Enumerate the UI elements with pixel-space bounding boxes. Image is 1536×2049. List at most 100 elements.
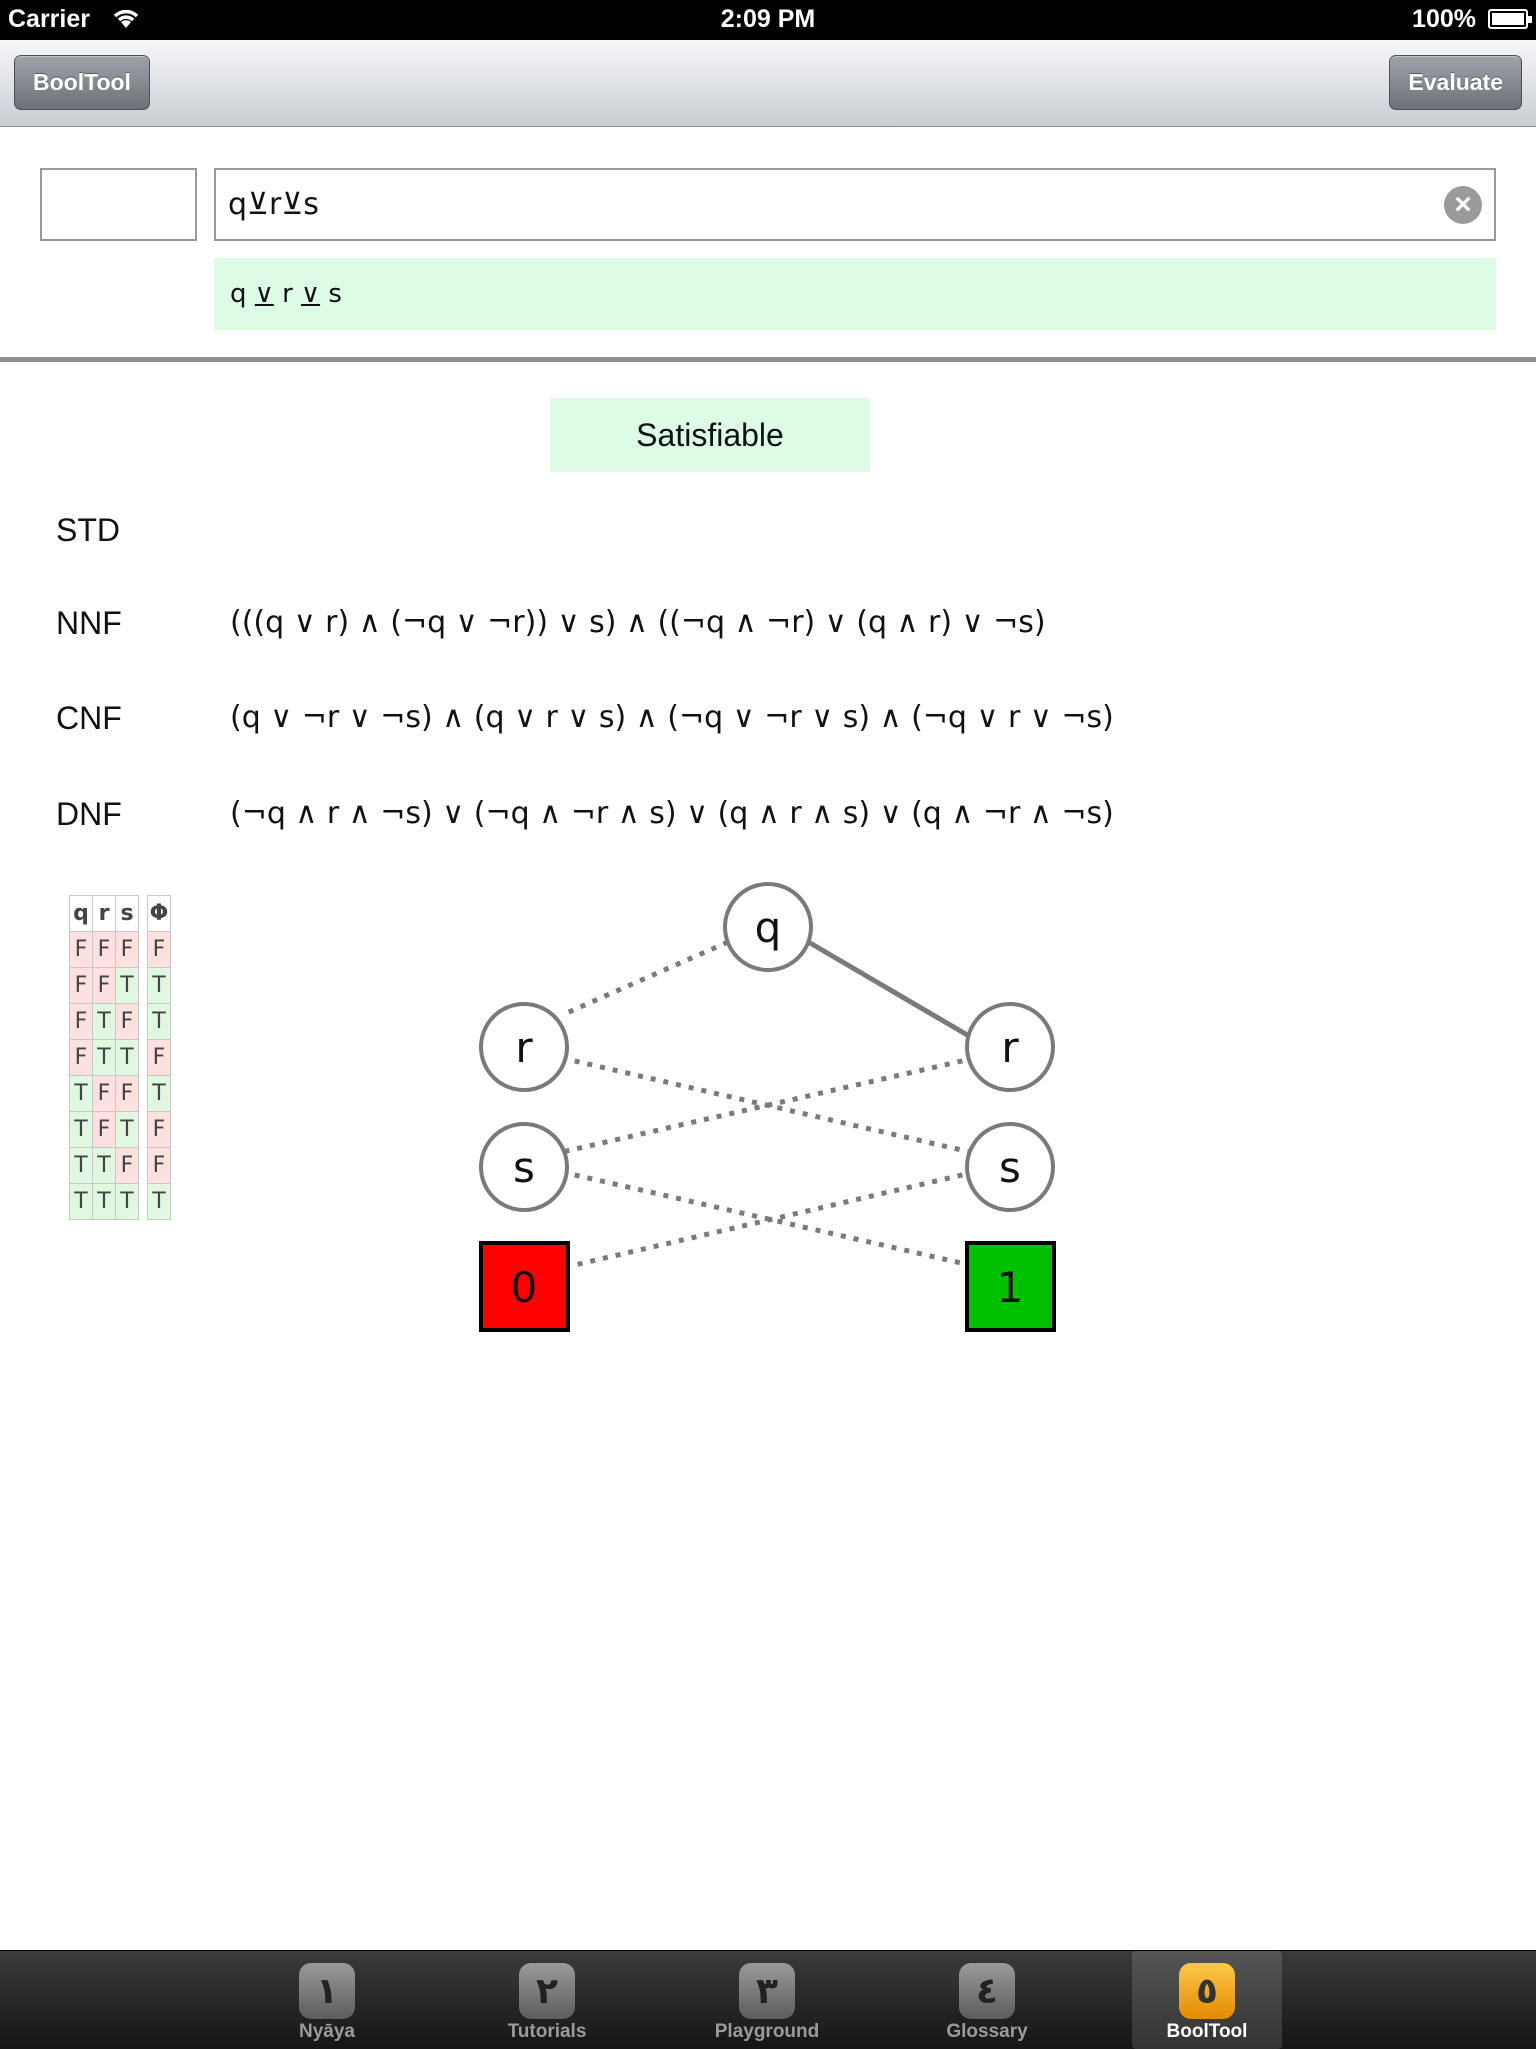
status-bar: Carrier 2:09 PM 100% xyxy=(0,0,1536,40)
truth-table-cell: F xyxy=(92,1075,116,1112)
truth-table-cell: T xyxy=(92,1183,116,1220)
truth-table-cell: T xyxy=(147,967,171,1004)
evaluate-button[interactable]: Evaluate xyxy=(1389,55,1522,110)
tab-label: BoolTool xyxy=(1166,2021,1248,2042)
nnf-value: (((q ∨ r) ∧ (¬q ∨ ¬r)) ∨ s) ∧ ((¬q ∧ ¬r)… xyxy=(230,605,1046,640)
carrier-label: Carrier xyxy=(8,5,90,33)
truth-table-cell: F xyxy=(69,967,93,1004)
battery-icon xyxy=(1488,9,1532,29)
truth-table-cell: T xyxy=(69,1111,93,1148)
truth-table-cell: F xyxy=(115,931,139,968)
tab-nyaya[interactable]: ١ Nyāya xyxy=(252,1951,402,2049)
truth-table-cell: F xyxy=(92,1111,116,1148)
edge-r-right-s-left xyxy=(561,1055,976,1155)
dnf-label: DNF xyxy=(56,796,122,832)
header-phi: Φ xyxy=(147,895,171,932)
tab-icon-five: ٥ xyxy=(1179,1963,1235,2019)
edge-s-right-zero xyxy=(561,1169,976,1271)
formula-name-field[interactable] xyxy=(40,168,197,241)
preview-xor-operator: ∨ xyxy=(301,279,321,309)
dnf-value: (¬q ∧ r ∧ ¬s) ∨ (¬q ∧ ¬r ∧ s) ∨ (q ∧ r ∧… xyxy=(230,796,1114,831)
cnf-label: CNF xyxy=(56,700,122,736)
clear-circle-icon[interactable]: × xyxy=(1444,186,1482,224)
truth-table-cell: T xyxy=(147,1003,171,1040)
bdd-node-s-left xyxy=(479,1122,569,1212)
truth-table-cell: F xyxy=(147,931,171,968)
bdd-label-zero: 0 xyxy=(511,1263,538,1312)
edge-s-left-one xyxy=(561,1169,971,1268)
bdd-label-q: q xyxy=(755,903,782,952)
bdd-node-q xyxy=(723,882,813,972)
truth-table-cell: T xyxy=(92,1039,116,1076)
expression-preview: q ∨ r ∨ s xyxy=(214,258,1496,330)
bdd-terminal-zero xyxy=(479,1241,570,1332)
truth-table-cell: F xyxy=(147,1039,171,1076)
satisfiability-badge: Satisfiable xyxy=(550,398,870,472)
truth-table-cell: F xyxy=(92,931,116,968)
tab-label: Nyāya xyxy=(299,2021,355,2042)
truth-table-cell: F xyxy=(69,931,93,968)
truth-table-cell: T xyxy=(147,1183,171,1220)
tab-playground[interactable]: ٣ Playground xyxy=(692,1951,842,2049)
truth-table-cell: T xyxy=(92,1003,116,1040)
column-gap xyxy=(138,1183,148,1220)
header-r: r xyxy=(92,895,116,932)
edge-r-left-s-right xyxy=(561,1055,971,1155)
preview-var: s xyxy=(320,279,342,309)
truth-table-cell: T xyxy=(115,1183,139,1220)
tab-bar: ١ Nyāya ٢ Tutorials ٣ Playground ٤ Gloss… xyxy=(0,1950,1536,2049)
truth-table-cell: T xyxy=(69,1075,93,1112)
preview-var: q xyxy=(230,279,255,309)
header-q: q xyxy=(69,895,93,932)
truth-table-cell: T xyxy=(69,1147,93,1184)
column-gap xyxy=(138,895,148,932)
tab-icon-four: ٤ xyxy=(959,1963,1015,2019)
wifi-icon xyxy=(113,9,139,28)
header-s: s xyxy=(115,895,139,932)
booltool-button[interactable]: BoolTool xyxy=(14,55,150,110)
column-gap xyxy=(138,1075,148,1112)
column-gap xyxy=(138,1003,148,1040)
bdd-label-s-right: s xyxy=(999,1143,1021,1192)
tab-icon-one: ١ xyxy=(299,1963,355,2019)
expression-input[interactable] xyxy=(214,168,1496,241)
input-area: × q ∨ r ∨ s xyxy=(0,127,1536,362)
bdd-diagram: q r r s s 0 1 xyxy=(479,882,1056,1332)
truth-table-cell: F xyxy=(147,1111,171,1148)
std-label: STD xyxy=(56,512,120,548)
tab-label: Playground xyxy=(714,2021,820,2042)
battery-percent: 100% xyxy=(1412,5,1476,33)
bdd-label-s-left: s xyxy=(513,1143,535,1192)
tab-label: Tutorials xyxy=(507,2021,587,2042)
truth-table-cell: T xyxy=(147,1075,171,1112)
truth-table-cell: F xyxy=(115,1075,139,1112)
truth-table-cell: F xyxy=(115,1003,139,1040)
tab-tutorials[interactable]: ٢ Tutorials xyxy=(472,1951,622,2049)
bdd-node-r-left xyxy=(479,1002,569,1092)
tab-icon-two: ٢ xyxy=(519,1963,575,2019)
truth-table-cell: F xyxy=(69,1039,93,1076)
tab-icon-three: ٣ xyxy=(739,1963,795,2019)
tab-glossary[interactable]: ٤ Glossary xyxy=(912,1951,1062,2049)
bdd-terminal-one xyxy=(965,1241,1056,1332)
edge-q-r-left xyxy=(560,939,730,1018)
truth-table-cell: F xyxy=(92,967,116,1004)
truth-table-cell: F xyxy=(115,1147,139,1184)
column-gap xyxy=(138,1147,148,1184)
bdd-node-s-right xyxy=(965,1122,1055,1212)
column-gap xyxy=(138,931,148,968)
truth-table-cell: T xyxy=(115,1111,139,1148)
truth-table-cell: F xyxy=(147,1147,171,1184)
tab-booltool[interactable]: ٥ BoolTool xyxy=(1132,1951,1282,2049)
truth-table-cell: F xyxy=(69,1003,93,1040)
